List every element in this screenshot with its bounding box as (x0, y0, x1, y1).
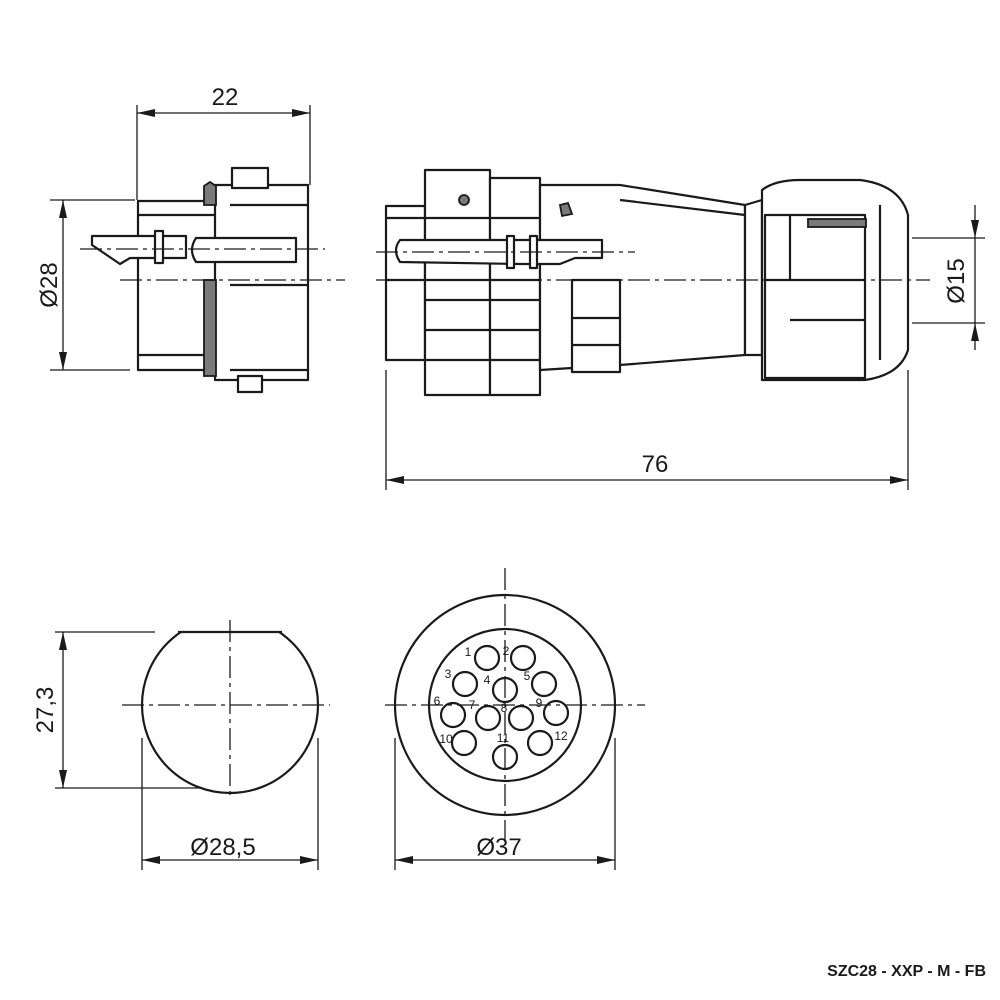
dim-diameter-37: Ø37 (476, 834, 521, 861)
pin-label-7: 7 (469, 698, 476, 712)
pin-label-4: 4 (484, 673, 491, 687)
pin-hole-7 (474, 704, 502, 732)
dim-diameter-28: Ø28 (36, 262, 63, 307)
pin-label-11: 11 (497, 731, 510, 745)
pin-label-12: 12 (554, 729, 568, 743)
pin-hole-2 (509, 644, 537, 672)
pin-label-2: 2 (503, 644, 510, 658)
dim-length-76: 76 (642, 451, 669, 478)
pin-hole-5 (530, 670, 558, 698)
pin-hole-3 (451, 670, 479, 698)
pin-label-3: 3 (445, 667, 452, 681)
panel-cutout-view (122, 620, 330, 800)
receptacle-side-view (80, 166, 345, 394)
pin-label-9: 9 (536, 696, 543, 710)
pin-hole-10 (450, 729, 478, 757)
pin-hole-12 (526, 729, 554, 757)
part-code: SZC28 - XXP - M - FB (827, 963, 986, 980)
pin-hole-8 (507, 704, 535, 732)
pin-hole-9 (542, 699, 570, 727)
dim-width-22: 22 (212, 84, 239, 111)
pin-label-5: 5 (524, 669, 531, 683)
pin-label-10: 10 (439, 732, 453, 746)
pin-hole-6 (439, 701, 467, 729)
dimension-lines (50, 105, 985, 870)
pin-hole-4 (491, 676, 519, 704)
pin-hole-11 (491, 743, 519, 771)
pin-label-1: 1 (465, 645, 472, 659)
plug-side-view (376, 168, 930, 397)
dim-diameter-28-5: Ø28,5 (190, 834, 255, 861)
dim-height-27-3: 27,3 (32, 687, 59, 734)
pin-label-6: 6 (434, 694, 441, 708)
dim-diameter-15: Ø15 (943, 258, 970, 303)
pin-hole-1 (473, 644, 501, 672)
pin-label-8: 8 (501, 701, 508, 715)
